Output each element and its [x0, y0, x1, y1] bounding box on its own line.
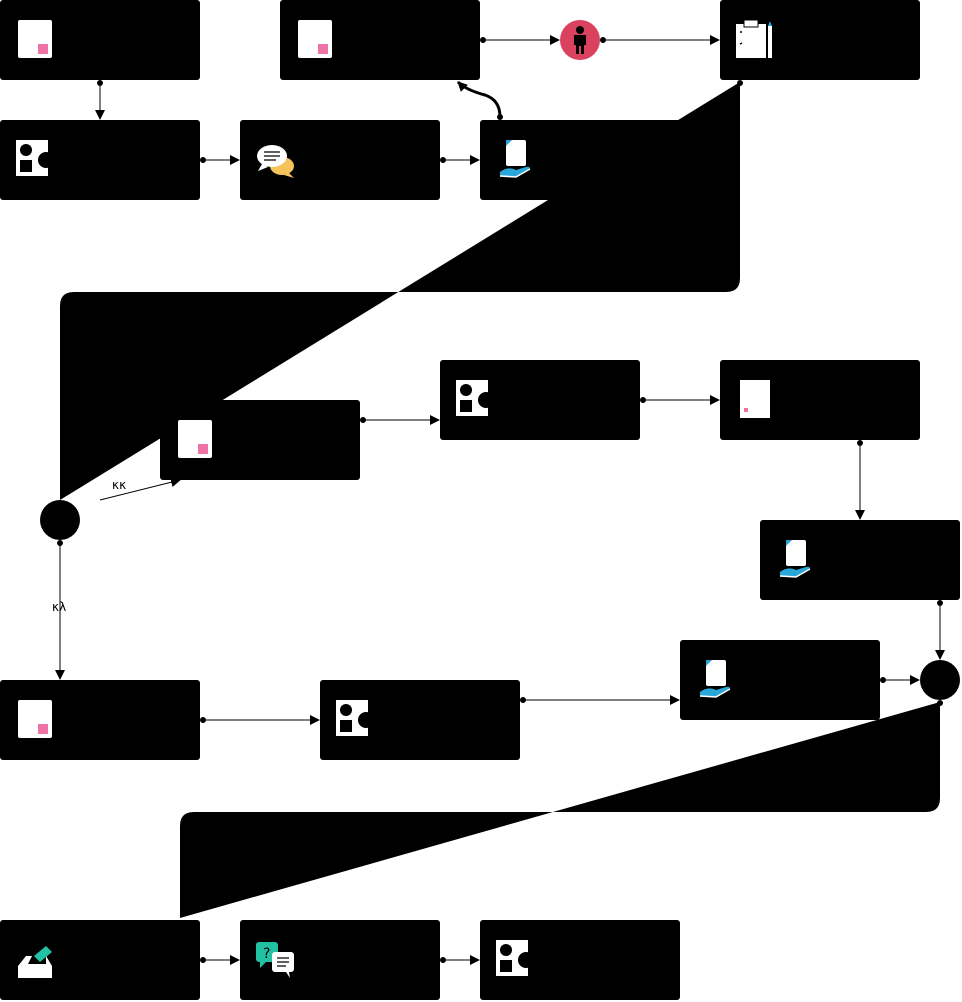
- process-node-4[interactable]: [0, 120, 200, 200]
- connector-band-2: [180, 702, 940, 918]
- chat-bubbles-icon: [257, 145, 294, 178]
- document-icon: [178, 420, 212, 458]
- process-node-2[interactable]: [280, 0, 480, 80]
- hand-document-icon: [699, 660, 731, 698]
- gateway-1[interactable]: [40, 500, 80, 540]
- document-icon: [298, 20, 332, 58]
- process-node-13[interactable]: [680, 640, 880, 720]
- shapes-icon: [496, 940, 534, 976]
- hand-document-icon: [499, 140, 531, 178]
- document-small-icon: [740, 380, 770, 418]
- process-node-15[interactable]: ?: [240, 920, 440, 1000]
- question-chat-icon: ?: [256, 942, 294, 978]
- edge-gw1-n7: [99, 477, 181, 501]
- start-event[interactable]: [560, 20, 600, 60]
- document-icon: [18, 700, 52, 738]
- process-node-11[interactable]: [0, 680, 200, 760]
- process-node-16[interactable]: [480, 920, 680, 1000]
- process-node-1[interactable]: [0, 0, 200, 80]
- process-node-14[interactable]: [0, 920, 200, 1000]
- process-node-5[interactable]: [240, 120, 440, 200]
- person-icon: [574, 26, 586, 54]
- document-icon: [18, 20, 52, 58]
- shapes-icon: [336, 700, 374, 736]
- edge-label-kl: κλ: [52, 600, 67, 614]
- hand-document-icon: [779, 540, 811, 578]
- svg-text:?: ?: [263, 946, 270, 962]
- shapes-icon: [456, 380, 494, 416]
- edge-label-kk: κκ: [112, 478, 127, 492]
- shapes-icon: [16, 140, 54, 176]
- gateway-2[interactable]: [920, 660, 960, 700]
- process-node-10[interactable]: [760, 520, 960, 600]
- process-node-6[interactable]: [480, 120, 680, 200]
- clipboard-pencil-icon: [736, 19, 772, 58]
- ballot-box-icon: [18, 946, 52, 978]
- process-node-8[interactable]: [440, 360, 640, 440]
- process-node-7[interactable]: [160, 400, 360, 480]
- edge-n6-n2: [456, 80, 502, 118]
- process-node-9[interactable]: [720, 360, 920, 440]
- process-node-12[interactable]: [320, 680, 520, 760]
- process-node-3[interactable]: [720, 0, 920, 80]
